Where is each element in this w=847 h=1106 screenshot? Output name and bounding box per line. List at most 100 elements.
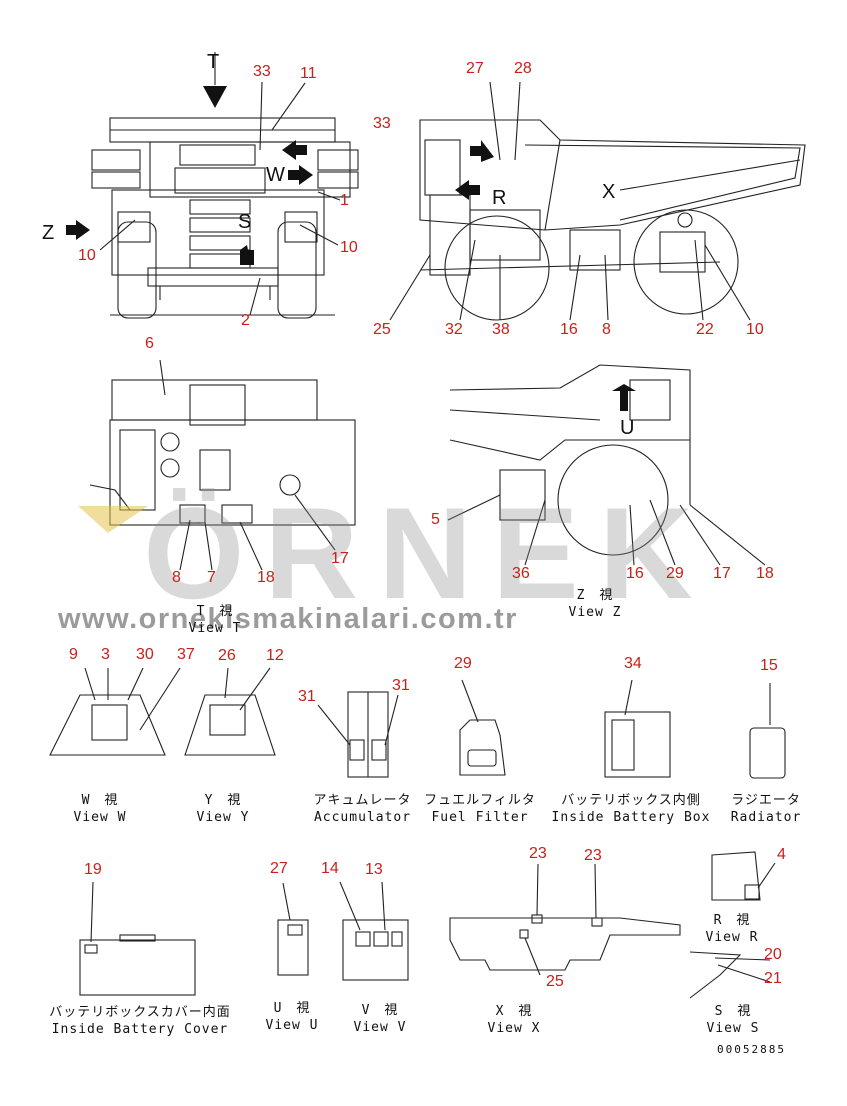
accumulator-drawing — [317, 691, 399, 778]
callout-number: 16 — [560, 321, 578, 338]
side-view-truck — [389, 81, 806, 321]
view-u-drawing — [277, 882, 309, 976]
callout-number: 34 — [624, 655, 642, 672]
caption-view-w: W 視 View W — [55, 792, 145, 826]
callout-number: 13 — [365, 861, 383, 878]
callout-number: 31 — [298, 688, 316, 705]
caption-jp: T 視 — [196, 604, 234, 619]
caption-en: View V — [353, 1020, 407, 1035]
caption-jp: W 視 — [81, 793, 119, 808]
watermark-brand: ÖRNEK — [143, 488, 712, 608]
callout-number: 31 — [392, 677, 410, 694]
callout-number: 8 — [172, 569, 181, 586]
caption-en: Inside Battery Cover — [51, 1022, 229, 1037]
caption-jp: アキュムレータ — [313, 793, 412, 808]
view-letter-u: U — [620, 417, 635, 439]
callout-number: 23 — [584, 847, 602, 864]
callout-number: 5 — [431, 511, 440, 528]
view-y-drawing — [184, 667, 276, 756]
caption-jp: R 視 — [713, 913, 751, 928]
callout-number: 17 — [331, 550, 349, 567]
callout-number: 11 — [300, 65, 317, 82]
callout-number: 10 — [340, 239, 358, 256]
caption-view-u: U 視 View U — [252, 1000, 332, 1034]
view-x-drawing — [449, 863, 681, 976]
view-letter-z: Z — [42, 222, 55, 244]
caption-fuel-filter: フュエルフィルタ Fuel Filter — [420, 792, 540, 826]
caption-en: View R — [705, 930, 759, 945]
callout-number: 36 — [512, 565, 530, 582]
callout-number: 3 — [101, 646, 110, 663]
caption-en: Fuel Filter — [431, 810, 529, 825]
view-letter-w: W — [266, 164, 285, 186]
view-w-drawing — [49, 667, 181, 756]
view-z-drawing — [447, 364, 766, 566]
caption-jp: Z 視 — [576, 588, 614, 603]
callout-number: 27 — [466, 60, 484, 77]
caption-jp: U 視 — [273, 1001, 311, 1016]
callout-number: 22 — [696, 321, 714, 338]
view-letter-s: S — [238, 211, 252, 233]
caption-jp: Y 視 — [204, 793, 242, 808]
callout-number: 20 — [764, 946, 782, 963]
callout-number: 18 — [257, 569, 275, 586]
callout-number: 2 — [241, 312, 250, 329]
caption-view-s: S 視 View S — [693, 1003, 773, 1037]
caption-en: Inside Battery Box — [551, 810, 711, 825]
callout-number: 4 — [777, 846, 786, 863]
callout-number: 19 — [84, 861, 102, 878]
front-view-truck — [66, 52, 359, 319]
callout-number: 29 — [454, 655, 472, 672]
caption-view-z: Z 視 View Z — [550, 587, 640, 621]
callout-number: 6 — [145, 335, 154, 352]
callout-number: 23 — [529, 845, 547, 862]
callout-number: 21 — [764, 970, 782, 987]
drawing-number: 00052885 — [717, 1043, 786, 1056]
caption-en: Accumulator — [313, 810, 412, 825]
caption-jp: ラジエータ — [731, 793, 801, 808]
battery-cover-drawing — [79, 881, 196, 996]
caption-radiator: ラジエータ Radiator — [720, 792, 812, 826]
callout-number: 16 — [626, 565, 644, 582]
caption-jp: バッテリボックス内側 — [561, 793, 701, 808]
callout-number: 9 — [69, 646, 78, 663]
callout-number: 17 — [713, 565, 731, 582]
caption-en: View W — [73, 810, 127, 825]
view-letter-x: X — [602, 181, 616, 203]
caption-accumulator: アキュムレータ Accumulator — [305, 792, 420, 826]
view-v-drawing — [339, 881, 409, 981]
callout-number: 38 — [492, 321, 510, 338]
view-s-drawing — [689, 951, 771, 999]
caption-view-t: T 視 View T — [170, 603, 260, 637]
callout-number: 29 — [666, 565, 684, 582]
callout-number: 25 — [373, 321, 391, 338]
callout-number: 14 — [321, 860, 339, 877]
callout-number: 8 — [602, 321, 611, 338]
view-r-drawing — [711, 851, 776, 901]
caption-jp: S 視 — [714, 1004, 752, 1019]
caption-en: View U — [265, 1018, 319, 1033]
callout-number: 1 — [340, 192, 349, 209]
callout-number: 33 — [373, 115, 391, 132]
callout-number: 32 — [445, 321, 463, 338]
caption-inside-battery-box: バッテリボックス内側 Inside Battery Box — [550, 792, 712, 826]
caption-view-x: X 視 View X — [474, 1003, 554, 1037]
caption-jp: V 視 — [361, 1003, 399, 1018]
callout-number: 33 — [253, 63, 271, 80]
radiator-drawing — [749, 683, 786, 779]
caption-en: View Z — [568, 605, 622, 620]
callout-number: 12 — [266, 647, 284, 664]
callout-number: 27 — [270, 860, 288, 877]
callout-number: 10 — [78, 247, 96, 264]
callout-number: 18 — [756, 565, 774, 582]
caption-jp: バッテリボックスカバー内面 — [49, 1005, 231, 1020]
caption-en: View X — [487, 1021, 541, 1036]
caption-jp: フュエルフィルタ — [424, 793, 536, 808]
callout-number: 37 — [177, 646, 195, 663]
callout-number: 28 — [514, 60, 532, 77]
caption-view-y: Y 視 View Y — [178, 792, 268, 826]
caption-en: View S — [706, 1021, 760, 1036]
caption-inside-battery-cover: バッテリボックスカバー内面 Inside Battery Cover — [45, 1004, 235, 1038]
